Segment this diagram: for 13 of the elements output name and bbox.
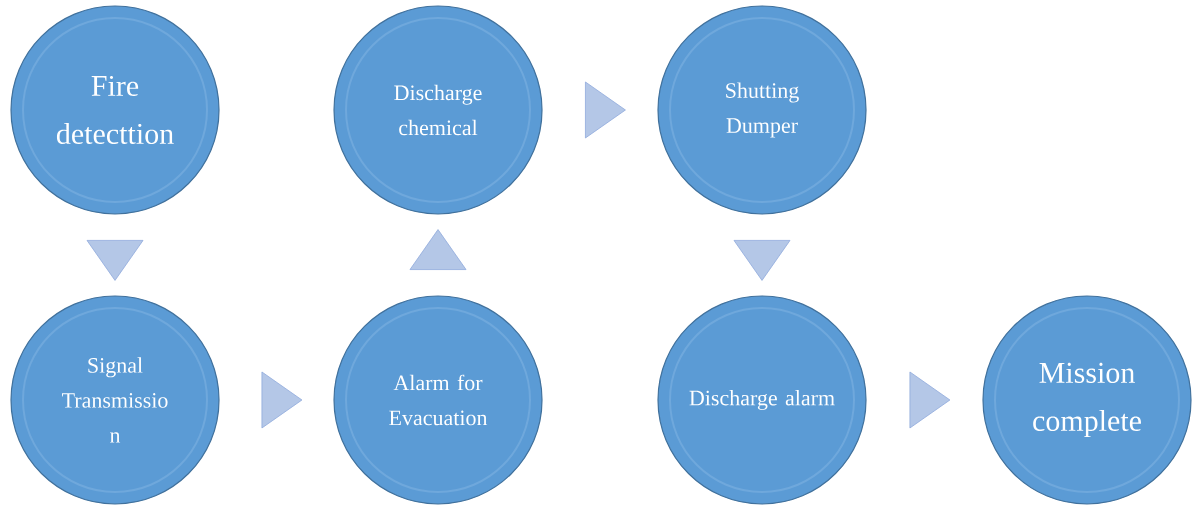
chevron-arrow — [909, 371, 951, 429]
circle-node: Signal Transmissio n — [10, 295, 220, 505]
chevron-arrow — [261, 371, 303, 429]
circle-node: Shutting Dumper — [657, 5, 867, 215]
chevron-arrow — [409, 229, 467, 270]
chevron-arrow — [733, 240, 791, 281]
circle-node: Discharge alarm — [657, 295, 867, 505]
circle-node: Mission complete — [982, 295, 1192, 505]
circle-node: Fire detecttion — [10, 5, 220, 215]
circle-node: Alarm for Evacuation — [333, 295, 543, 505]
chevron-arrow — [585, 81, 626, 139]
circle-node: Discharge chemical — [333, 5, 543, 215]
chevron-arrow — [86, 240, 144, 281]
